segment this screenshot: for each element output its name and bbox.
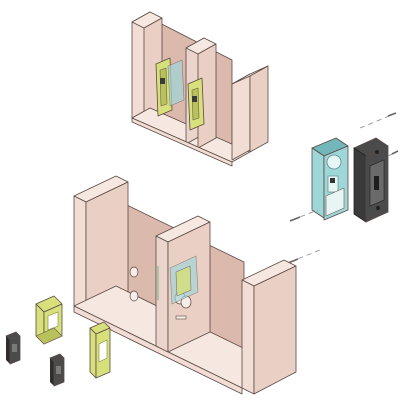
screw-3 (289, 216, 301, 222)
screw-2 (391, 150, 399, 155)
small-cabinet-cyan-plate (167, 59, 185, 107)
large-cabinet-right-panel-front (241, 279, 255, 395)
loose-yellow-bracket-2 (89, 321, 111, 379)
cyan-plate-latch (330, 178, 335, 183)
large-cabinet (73, 175, 297, 395)
screws-right (287, 112, 399, 264)
dark-block-screw-hole-top (375, 150, 379, 154)
screw-1 (387, 112, 397, 117)
small-cabinet-bracket-right (187, 77, 205, 131)
dark-block-screw-hole-bottom (376, 206, 380, 210)
small-cabinet-latch-right (192, 96, 197, 102)
small-cabinet-front-edge (131, 117, 233, 167)
cyan-plate-lower-window (325, 187, 345, 217)
small-cabinet-bracket-left (155, 57, 173, 117)
small-cabinet-right-panel-side (249, 65, 269, 153)
cyan-plate-slot (327, 175, 339, 193)
loose-dark-latch-1 (5, 331, 21, 365)
screw-4 (287, 258, 299, 264)
dark-block-slot (374, 176, 379, 190)
cyan-mounting-plate (311, 137, 349, 221)
loose-yellow-bracket-1 (35, 295, 63, 345)
small-cabinet-right-panel (231, 73, 251, 161)
dark-housing-block (353, 137, 389, 223)
loose-dark-latch-2 (49, 353, 65, 387)
large-cabinet-bottom-front (73, 305, 243, 395)
small-cabinet (131, 11, 269, 167)
large-cabinet-mounted-bracket (175, 265, 192, 297)
cyan-plate-round-hole (326, 154, 342, 170)
large-cabinet-left-panel-front (73, 195, 87, 313)
small-cabinet-latch-left (160, 78, 165, 84)
large-cabinet-right-panel-side (253, 265, 297, 395)
